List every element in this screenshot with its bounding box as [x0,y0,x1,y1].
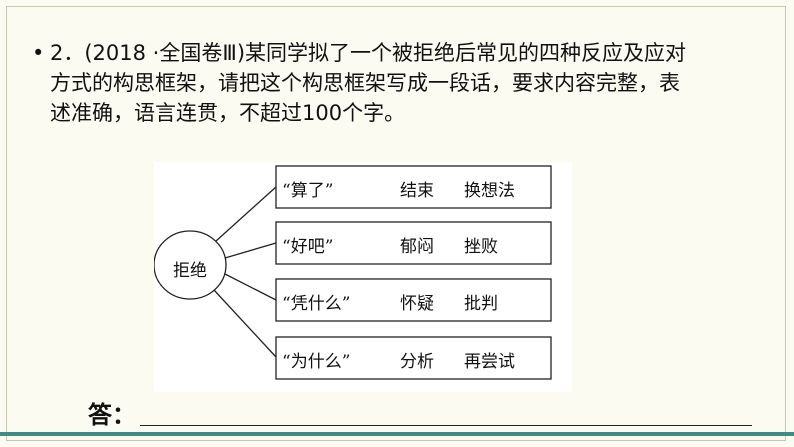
row-2-reaction: “好吧” [282,237,334,257]
question-line-3: 述准确，语言连贯，不超过100个字。 [50,101,406,125]
slide-frame [6,6,786,441]
bottom-accent-bar [0,432,794,436]
row-3-response: 批判 [464,294,498,314]
row-4-feeling: 分析 [400,352,434,372]
row-box-1 [275,165,552,209]
row-3-feeling: 怀疑 [400,294,434,314]
row-1-reaction: “算了” [282,181,334,201]
row-2-feeling: 郁闷 [400,237,434,257]
question-line-2: 方式的构思框架，请把这个构思框架写成一段话，要求内容完整，表 [50,71,680,95]
row-4-response: 再尝试 [464,352,515,372]
question-line-1: 2．(2018 ·全国卷Ⅲ)某同学拟了一个被拒绝后常见的四种反应及应对 [50,41,687,65]
connector-2 [224,242,277,259]
center-label: 拒绝 [173,261,207,281]
connector-3 [224,273,277,301]
answer-blank-line[interactable] [140,425,752,426]
bullet: • [32,41,45,65]
row-4-reaction: “为什么” [282,352,351,372]
answer-label: 答： [88,401,136,429]
row-2-response: 挫败 [464,237,498,257]
connector-1 [215,186,277,242]
row-1-feeling: 结束 [400,181,434,201]
row-box-2 [275,221,552,265]
row-3-reaction: “凭什么” [282,294,351,314]
row-box-4 [275,336,552,380]
diagram-shapes [154,165,552,380]
concept-diagram: 拒绝 “算了” 结束 换想法 “好吧” 郁闷 挫败 “凭什么” 怀疑 批判 “为… [154,162,572,392]
row-box-3 [275,278,552,322]
question-text: • 2．(2018 ·全国卷Ⅲ)某同学拟了一个被拒绝后常见的四种反应及应对 方式… [32,38,772,128]
connector-4 [213,289,277,358]
center-ellipse [154,230,227,300]
row-1-response: 换想法 [464,181,515,201]
